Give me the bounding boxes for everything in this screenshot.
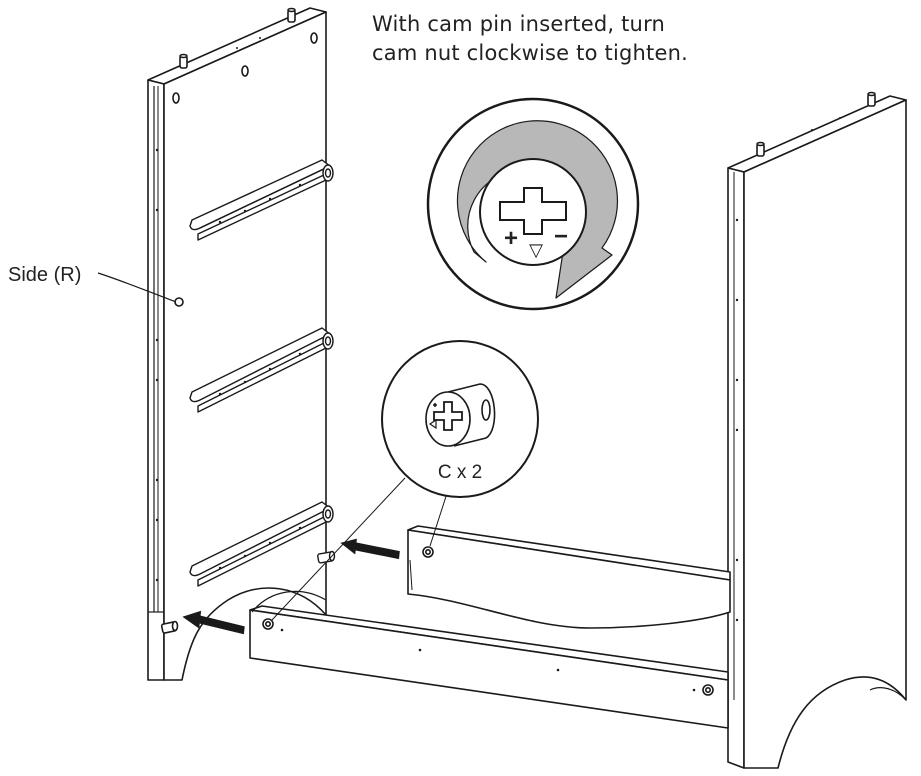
insert-arrow	[182, 538, 400, 635]
back-rail	[407, 525, 731, 629]
drawer-slide	[189, 501, 334, 587]
cam-slot-icon	[499, 187, 567, 235]
side-r-label-group: Side (R)	[8, 264, 177, 303]
side-panel-left	[727, 91, 907, 769]
cam-pin-left	[160, 620, 179, 634]
cam-callout: C x 2	[381, 340, 539, 498]
dowel-pin	[179, 7, 296, 69]
front-rail	[249, 590, 729, 729]
cam-count-label: C x 2	[438, 462, 482, 483]
cam-pin-center	[317, 550, 336, 564]
dowel-pin	[756, 91, 876, 157]
instruction-line-2: cam nut clockwise to tighten.	[372, 41, 688, 65]
drawer-slide	[189, 159, 334, 241]
drawer-slide	[189, 327, 334, 413]
minus-symbol: −	[554, 223, 568, 250]
hole-dots	[155, 37, 261, 582]
left-panel-front-face	[743, 99, 907, 769]
rotation-callout: + ▽ −	[426, 97, 640, 311]
left-panel-edge	[727, 167, 745, 769]
plus-symbol: +	[504, 225, 518, 252]
side-r-leader	[97, 272, 177, 303]
side-r-label: Side (R)	[8, 264, 81, 286]
instruction-line-1: With cam pin inserted, turn	[372, 12, 666, 36]
pointer-symbol: ▽	[529, 240, 543, 260]
instruction-text: With cam pin inserted, turn cam nut cloc…	[372, 10, 792, 68]
cam-nut-icon	[425, 383, 496, 447]
